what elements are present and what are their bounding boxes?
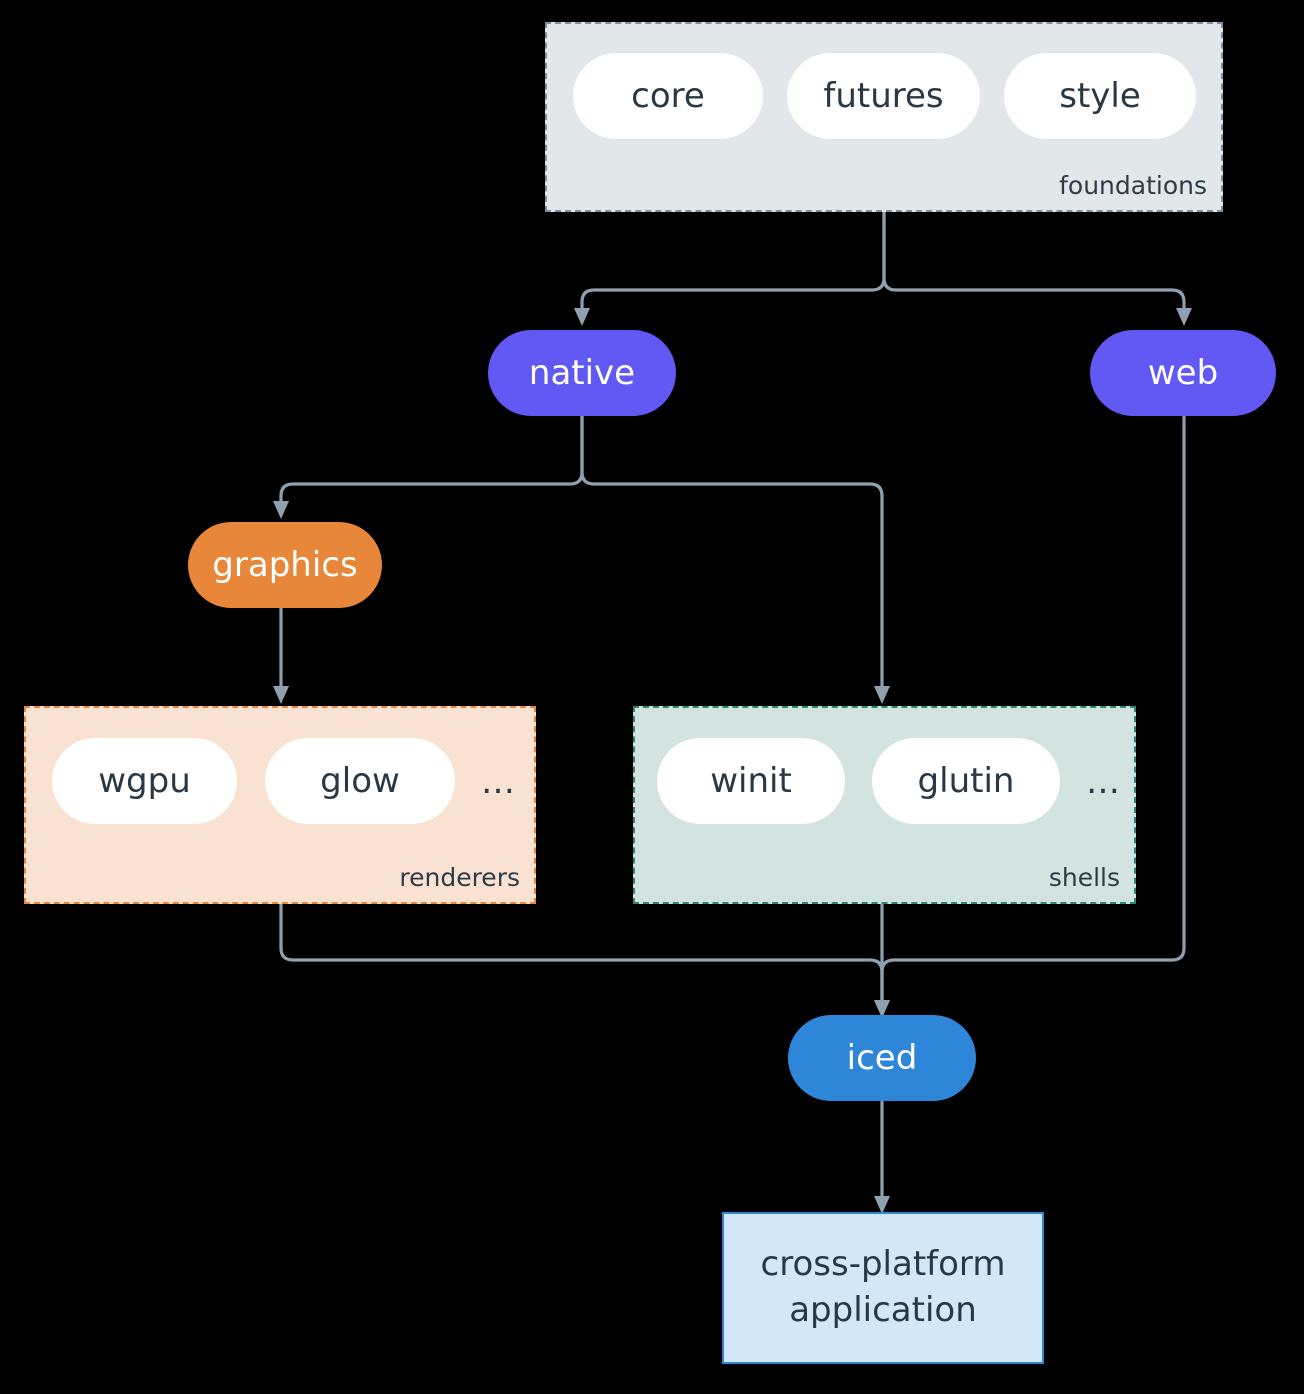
node-native[interactable]: native: [488, 330, 676, 416]
cluster-label-shells: shells: [1048, 863, 1120, 892]
pill-glow-label: glow: [320, 761, 400, 801]
edge-native-to-shells: [580, 416, 890, 704]
node-native-label: native: [528, 353, 636, 393]
pill-style-label: style: [1059, 76, 1141, 116]
node-web[interactable]: web: [1090, 330, 1276, 416]
application-label-line2: application: [789, 1290, 977, 1330]
pill-futures[interactable]: futures: [787, 53, 980, 139]
node-iced[interactable]: iced: [788, 1015, 976, 1101]
pill-winit[interactable]: winit: [657, 738, 845, 824]
pill-glutin-label: glutin: [917, 761, 1015, 801]
edge-shells-to-iced: [874, 904, 890, 1018]
edge-foundations-to-web: [882, 212, 1192, 326]
shells-more-ellipsis: …: [1086, 762, 1121, 802]
edge-native-to-graphics: [273, 416, 584, 519]
node-iced-label: iced: [846, 1038, 918, 1078]
edge-graphics-to-renderers: [273, 608, 289, 704]
pill-glutin[interactable]: glutin: [872, 738, 1060, 824]
node-graphics[interactable]: graphics: [188, 522, 382, 608]
pill-style[interactable]: style: [1004, 53, 1196, 139]
node-graphics-label: graphics: [212, 545, 358, 585]
cluster-label-renderers: renderers: [399, 863, 520, 892]
pill-glow[interactable]: glow: [265, 738, 455, 824]
renderers-more-ellipsis: …: [481, 762, 516, 802]
pill-wgpu[interactable]: wgpu: [52, 738, 237, 824]
pill-winit-label: winit: [710, 761, 792, 801]
node-web-label: web: [1147, 353, 1219, 393]
pill-core-label: core: [631, 76, 705, 116]
pill-wgpu-label: wgpu: [98, 761, 191, 801]
edge-foundations-to-native: [574, 212, 886, 326]
edge-iced-to-application: [874, 1100, 890, 1214]
pill-core[interactable]: core: [573, 53, 763, 139]
node-cross-platform-application[interactable]: cross-platform application: [722, 1212, 1044, 1364]
application-label-line1: cross-platform: [760, 1244, 1006, 1285]
cluster-label-foundations: foundations: [1059, 171, 1207, 200]
pill-futures-label: futures: [823, 76, 944, 116]
edge-renderers-to-iced: [279, 904, 890, 1018]
